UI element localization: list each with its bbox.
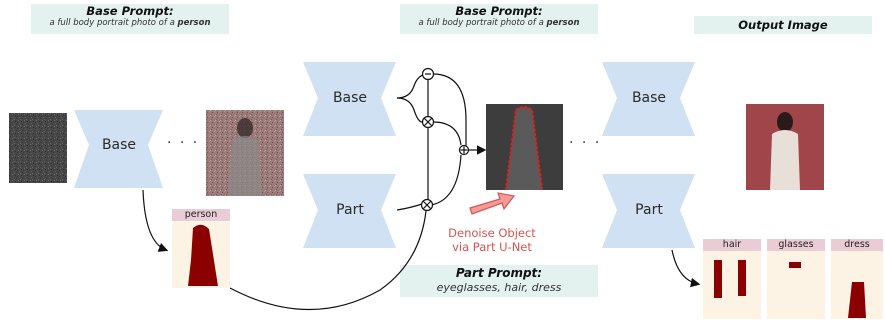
multiply-circle-top [421, 115, 435, 129]
connection-lines [142, 73, 701, 311]
hair-mask-left [714, 260, 722, 298]
base-prompt-mid: Base Prompt: a full body portrait photo … [400, 4, 598, 34]
base-prompt-mid-title: Base Prompt: [455, 4, 543, 18]
unet-mid-part-label: Part [336, 202, 364, 218]
ellipsis-left: · · · [167, 135, 200, 151]
multiply-circle-bottom [420, 198, 434, 212]
glasses-mask-shape [789, 262, 801, 268]
minus-circle-operator [421, 67, 435, 81]
denoised-image [486, 104, 563, 191]
unet-right-part-label: Part [635, 202, 663, 218]
hair-mask-right [738, 260, 746, 296]
unet-mid-base-shape [303, 62, 396, 136]
dress-mask-label: dress [831, 239, 883, 251]
glasses-mask-label: glasses [767, 239, 825, 251]
denoise-annotation-line1: Denoise Object [448, 226, 536, 240]
output-portrait-image [746, 104, 824, 190]
unet-right-part-shape [602, 174, 695, 248]
denoise-annotation-line2: via Part U-Net [452, 240, 532, 254]
unet-mid-base-label: Base [332, 90, 368, 106]
base-prompt-left-text: a full body portrait photo of a person [49, 18, 211, 28]
ellipsis-right: · · · [569, 135, 602, 151]
unet-left-label: Base [101, 137, 137, 153]
hair-mask-label: hair [703, 239, 761, 251]
glasses-mask-panel [767, 251, 825, 319]
unet-left-base-shape [74, 110, 163, 188]
base-prompt-left: Base Prompt: a full body portrait photo … [31, 4, 229, 34]
denoise-annotation: Denoise Object via Part U-Net [432, 226, 552, 254]
output-image-title: Output Image [738, 18, 828, 32]
output-image-header: Output Image [694, 16, 872, 34]
base-prompt-mid-text: a full body portrait photo of a person [418, 18, 580, 28]
part-prompt: Part Prompt: eyeglasses, hair, dress [400, 265, 598, 297]
unet-mid-part-shape [303, 174, 396, 248]
hair-mask-panel [703, 251, 761, 319]
add-circle-operator [458, 144, 470, 156]
person-mask-shape [188, 224, 218, 286]
red-arrow [469, 192, 516, 215]
part-prompt-title: Part Prompt: [455, 266, 543, 280]
noise-image [9, 113, 67, 183]
base-prompt-left-title: Base Prompt: [86, 4, 174, 18]
person-mask-label: person [172, 209, 230, 221]
noisy-portrait-image [206, 110, 284, 196]
unet-right-base-shape [602, 62, 695, 136]
dress-mask-shape [848, 282, 866, 318]
part-prompt-text: eyeglasses, hair, dress [436, 281, 562, 294]
unet-right-base-label: Base [631, 90, 667, 106]
